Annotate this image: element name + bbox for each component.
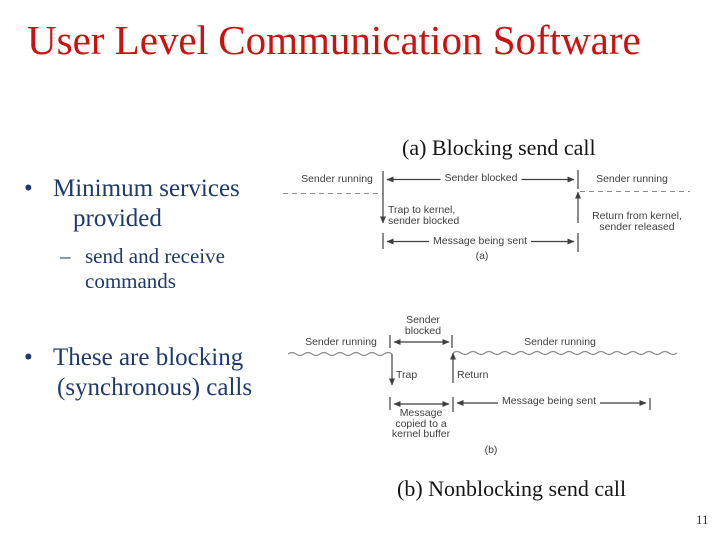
sub-bullet-marker: – <box>60 244 71 268</box>
label-trap-line-2: sender blocked <box>388 214 460 227</box>
running-wave-right <box>452 350 678 356</box>
sub-bullet-line-2: commands <box>85 269 176 293</box>
bullet-marker: • <box>24 175 33 202</box>
bullet-1-line-2: provided <box>73 205 162 232</box>
label-return-b: Return <box>457 369 489 381</box>
label-return-from-kernel: Return from kernel, sender released <box>592 211 682 232</box>
label-return-line-1: Return from kernel, <box>592 210 682 222</box>
slide-title: User Level Communication Software <box>27 17 641 63</box>
bullet-2-line-1: These are blocking <box>53 344 244 371</box>
caption-blocking-send: (a) Blocking send call <box>402 135 596 160</box>
label-trap-b: Trap <box>396 369 418 381</box>
running-wave-left <box>287 351 393 357</box>
label-sender-running-left-b: Sender running <box>305 336 377 348</box>
label-sender-running-right-a: Sender running <box>596 173 668 185</box>
label-blocked-line-2: blocked <box>404 324 442 337</box>
label-copied-line-3: kernel buffer <box>391 428 451 440</box>
label-return-line-2: sender released <box>599 220 675 233</box>
page-number: 11 <box>696 512 709 527</box>
label-message-being-sent-b: Message being sent <box>498 396 600 407</box>
label-sender-running-right-b: Sender running <box>524 336 596 348</box>
label-sender-blocked-b: Sender blocked <box>405 315 441 336</box>
caption-nonblocking-send: (b) Nonblocking send call <box>397 476 627 501</box>
label-message-copied: Message copied to a kernel buffer <box>392 408 450 440</box>
label-sender-blocked-a: Sender blocked <box>440 173 522 184</box>
label-copied-line-1: Message <box>399 407 443 419</box>
sub-bullet-line-1: send and receive <box>85 244 225 268</box>
bullet-marker: • <box>24 344 33 371</box>
bullet-2-line-2: (synchronous) calls <box>57 374 253 401</box>
label-blocked-line-1: Sender <box>406 314 440 326</box>
label-trap-line-1: Trap to kernel, <box>388 204 456 216</box>
label-copied-line-2: copied to a <box>395 417 447 430</box>
label-a: (a) <box>475 250 489 262</box>
bullet-1-line-1: Minimum services <box>53 175 240 202</box>
label-message-being-sent-a: Message being sent <box>429 236 531 247</box>
label-trap-to-kernel: Trap to kernel, sender blocked <box>388 205 459 226</box>
label-b: (b) <box>484 444 498 456</box>
label-sender-running-left-a: Sender running <box>301 173 373 185</box>
